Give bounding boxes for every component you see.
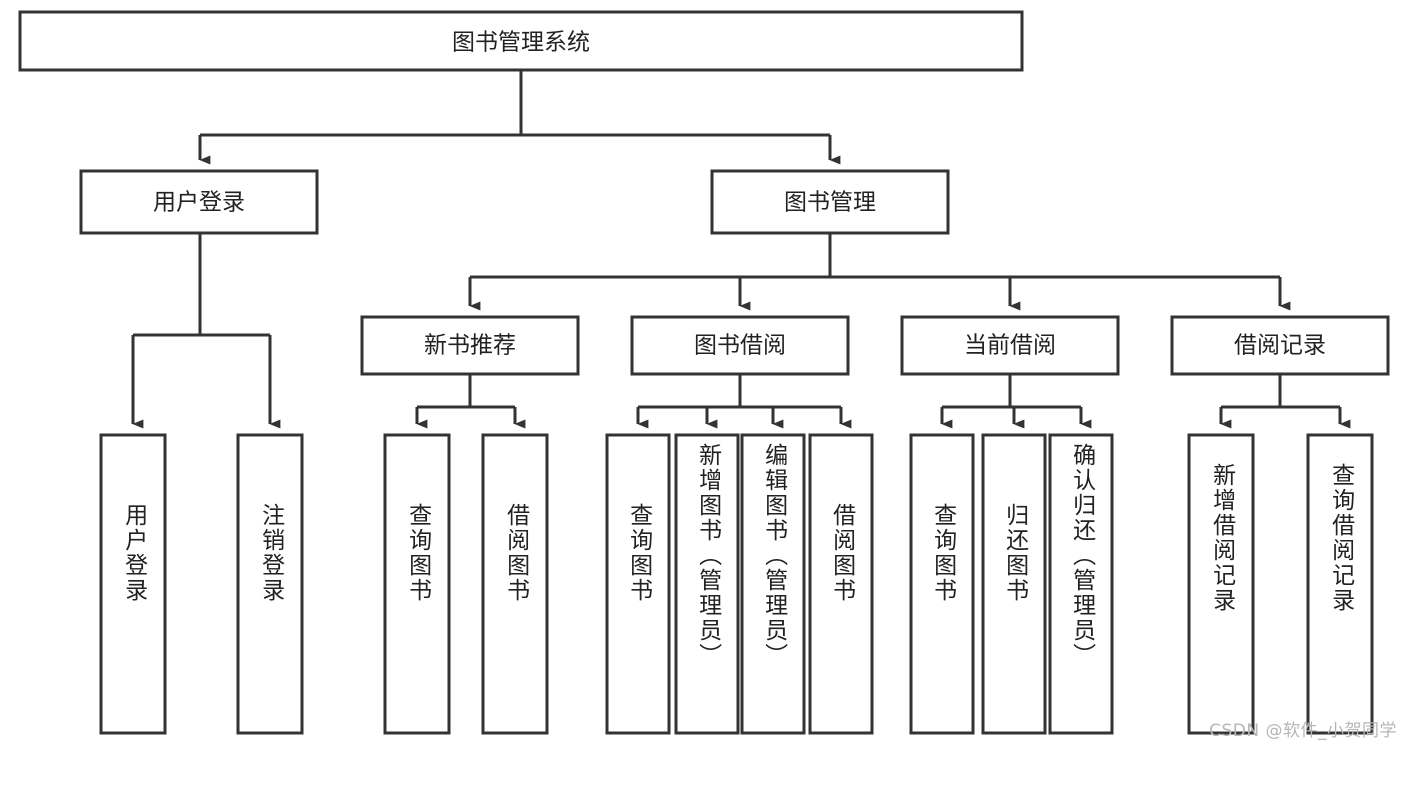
edge-group-newbook-to-leaves <box>415 374 526 429</box>
leaf-box-confirm-return-admin[interactable] <box>1048 433 1114 735</box>
node-book-management[interactable]: 图书管理 <box>710 169 950 235</box>
leaf-box-query-borrow-record[interactable] <box>1306 433 1374 735</box>
edge-group-root-to-level2 <box>198 70 841 165</box>
node-current-borrow-label: 当前借阅 <box>964 333 1056 359</box>
leaf-box-logout[interactable] <box>236 433 304 735</box>
leaf-box-query-book-bor[interactable] <box>605 433 671 735</box>
leaf-box-edit-book-admin[interactable] <box>740 433 806 735</box>
node-user-login[interactable]: 用户登录 <box>79 169 319 235</box>
node-borrow-record-box[interactable] <box>1170 315 1390 376</box>
node-book-borrow-label: 图书借阅 <box>694 333 786 359</box>
leaf-box-add-book-admin[interactable] <box>674 433 740 735</box>
node-current-borrow[interactable]: 当前借阅 <box>900 315 1120 376</box>
node-new-book-recommend[interactable]: 新书推荐 <box>360 315 580 376</box>
leaf-box-query-book-rec[interactable] <box>383 433 451 735</box>
node-new-book-recommend-label: 新书推荐 <box>424 333 516 359</box>
edge-group-borrowrecord-to-leaves <box>1219 374 1351 429</box>
node-book-borrow-box[interactable] <box>630 315 850 376</box>
node-borrow-record-label: 借阅记录 <box>1234 333 1326 359</box>
csdn-watermark: CSDN @软件_小贺同学 <box>1209 721 1397 741</box>
edge-group-currentborrow-to-leaves <box>940 374 1092 429</box>
diagram-root: 图书管理系统 用户登录 图书管理 新书推荐 图书借阅 当前借阅 借阅记录 <box>18 10 1397 741</box>
leaf-box-return-book[interactable] <box>981 433 1047 735</box>
leaf-box-query-book-cur[interactable] <box>909 433 975 735</box>
node-root-system[interactable]: 图书管理系统 <box>18 10 1024 72</box>
edge-group-bookborrow-to-leaves <box>636 374 852 429</box>
node-book-management-box[interactable] <box>710 169 950 235</box>
leaf-box-borrow-book-rec[interactable] <box>481 433 549 735</box>
node-root-system-box[interactable] <box>18 10 1024 72</box>
node-root-system-label: 图书管理系统 <box>452 30 590 56</box>
leaf-box-user-login[interactable] <box>99 433 167 735</box>
edge-group-bookmgmt-to-level3 <box>468 233 1291 311</box>
node-borrow-record[interactable]: 借阅记录 <box>1170 315 1390 376</box>
leaf-box-borrow-book-bor[interactable] <box>808 433 874 735</box>
diagram-canvas: 图书管理系统 用户登录 图书管理 新书推荐 图书借阅 当前借阅 借阅记录 <box>18 10 1390 735</box>
node-current-borrow-box[interactable] <box>900 315 1120 376</box>
node-user-login-box[interactable] <box>79 169 319 235</box>
node-user-login-label: 用户登录 <box>153 190 245 216</box>
node-book-borrow[interactable]: 图书借阅 <box>630 315 850 376</box>
leaf-box-add-borrow-record[interactable] <box>1187 433 1255 735</box>
node-new-book-recommend-box[interactable] <box>360 315 580 376</box>
node-book-management-label: 图书管理 <box>784 190 876 216</box>
leaf-boxes <box>99 433 1374 735</box>
edge-group-userlogin-to-leaves <box>131 233 281 429</box>
